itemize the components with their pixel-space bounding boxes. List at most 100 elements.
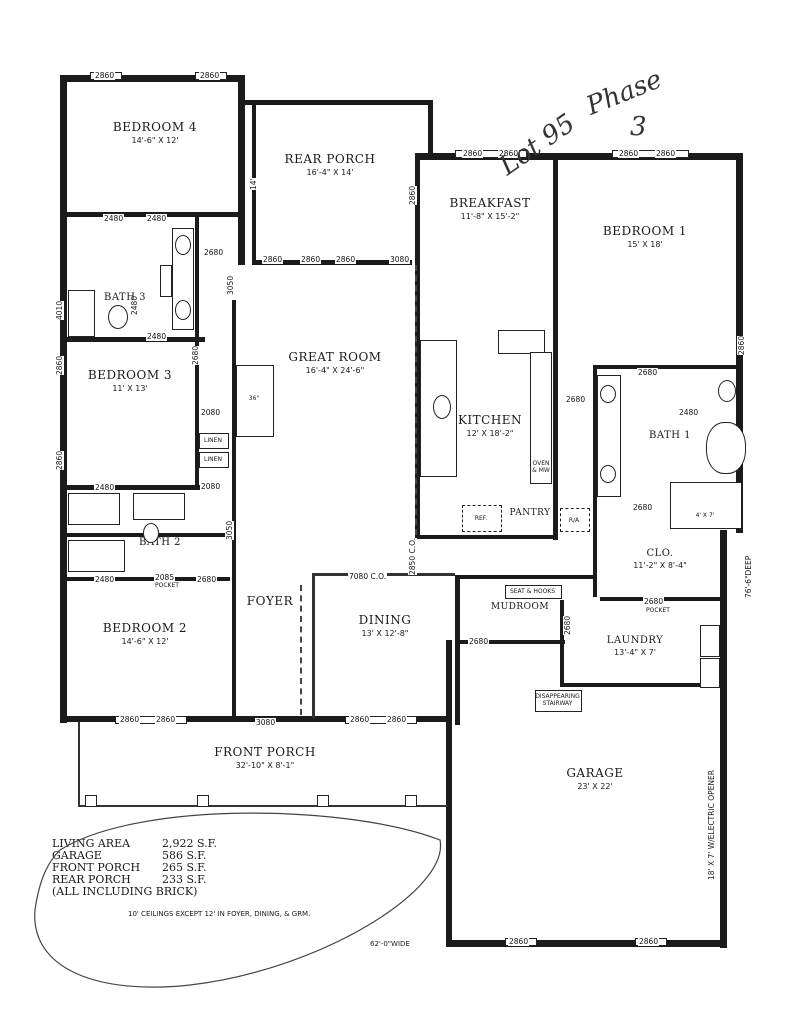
room-name: REAR PORCH	[284, 152, 376, 166]
porch-column	[85, 795, 97, 807]
room-name: CLO.	[646, 548, 674, 559]
stat-value: 265 S.F.	[162, 861, 207, 874]
window-tag: 2860	[119, 715, 141, 724]
linen-closet-hall-b	[199, 452, 229, 468]
wall-porch-left	[78, 722, 80, 807]
window-tag: 2860	[94, 71, 116, 80]
wall-foyer-right	[312, 573, 315, 718]
wall-laundry-bottom	[560, 683, 725, 687]
room-bath2: BATH 2	[130, 537, 190, 548]
wall-mudroom-top	[455, 575, 595, 579]
room-name: FOYER	[246, 594, 294, 608]
bathtub-bath1	[706, 422, 746, 474]
room-name: MUDROOM	[490, 602, 550, 612]
dryer	[700, 658, 720, 688]
window-tag-vertical: 2860	[55, 450, 64, 470]
room-dimensions: 11' X 13'	[112, 384, 148, 393]
room-bedroom2: BEDROOM 2 14'-6" X 12'	[85, 621, 205, 646]
stat-label: FRONT PORCH	[52, 861, 141, 874]
window-dining-bottom	[345, 716, 417, 724]
window-tag: 2680	[196, 575, 218, 584]
porch-column	[317, 795, 329, 807]
window-tag: 2680	[643, 597, 665, 606]
pocket-tag: POCKET	[154, 581, 180, 590]
room-dimensions: 11'-2" X 8'-4"	[633, 561, 687, 570]
room-breakfast: BREAKFAST 11'-8" X 15'-2"	[430, 196, 550, 221]
ref-label: REF.	[474, 515, 488, 522]
room-laundry: LAUNDRY 13'-4" X 7'	[595, 635, 675, 657]
room-dimensions: 15' X 18'	[627, 240, 663, 249]
overall-depth: 76'-6"DEEP	[744, 555, 753, 598]
window-bedroom1-top	[612, 150, 689, 158]
window-tag: 2860	[508, 937, 530, 946]
window-tag: 2860	[335, 255, 357, 264]
window-tag: 2860	[349, 715, 371, 724]
window-tag: 2860	[638, 937, 660, 946]
wall-greatroom-left	[232, 300, 236, 720]
room-dimensions: 14'-6" X 12'	[121, 637, 169, 646]
washer	[700, 625, 720, 657]
seat-hooks-label: SEAT & HOOKS	[509, 588, 556, 595]
window-tag: 2080	[200, 408, 222, 417]
vanity-bath2	[68, 493, 120, 525]
cased-opening-tag: 7080 C.O.	[348, 572, 388, 581]
room-name: GARAGE	[566, 766, 624, 780]
kitchen-island	[498, 330, 545, 354]
room-dining: DINING 13' X 12'-8"	[330, 613, 440, 638]
toilet-bath3	[108, 305, 128, 329]
fireplace	[236, 365, 274, 437]
room-dimensions: 32'-10" X 8'-1"	[235, 761, 295, 770]
window-tag: 2860	[655, 149, 677, 158]
room-name: BEDROOM 2	[102, 621, 188, 635]
window-tag: 2480	[94, 575, 116, 584]
stat-note: (ALL INCLUDING BRICK)	[52, 885, 198, 898]
room-bedroom3: BEDROOM 3 11' X 13'	[80, 368, 180, 393]
linen-label: LINEN	[204, 456, 222, 463]
bathtub-bath3	[68, 290, 95, 337]
overall-width: 62'-0"WIDE	[370, 940, 410, 948]
wall-rear-porch-top	[245, 100, 433, 105]
room-dimensions: 14'-6" X 12'	[131, 136, 179, 145]
window-tag-vertical: 2850 C.O.	[408, 537, 417, 575]
stat-label: GARAGE	[52, 849, 102, 862]
shower-size: 4' X 7'	[695, 512, 715, 519]
window-tag-vertical: 2680	[563, 615, 572, 635]
handwritten-phase: Phase	[582, 64, 667, 122]
room-dimensions: 16'-4" X 14'	[306, 168, 354, 177]
window-tag: 2680	[565, 395, 587, 404]
room-great-room: GREAT ROOM 16'-4" X 24'-6"	[270, 350, 400, 375]
wall-rear-porch-bottom	[252, 260, 412, 265]
return-air-label: R/A	[568, 517, 580, 524]
wall-porch-bottom	[78, 805, 448, 807]
room-closet: CLO. 11'-2" X 8'-4"	[615, 548, 705, 570]
room-bedroom1: BEDROOM 1 15' X 18'	[585, 224, 705, 249]
room-bedroom4: BEDROOM 4 14'-6" X 12'	[95, 120, 215, 145]
stat-value: 2,922 S.F.	[162, 837, 218, 850]
linen-closet-hall-a	[199, 433, 229, 449]
room-dimensions: 13'-4" X 7'	[614, 648, 656, 657]
wall-garage-top	[455, 640, 565, 644]
room-name: BREAKFAST	[449, 196, 531, 210]
room-front-porch: FRONT PORCH 32'-10" X 8'-1"	[200, 745, 330, 770]
room-bath1: BATH 1	[640, 430, 700, 441]
kitchen-counter-right	[530, 352, 552, 484]
room-dimensions: 16'-4" X 24'-6"	[305, 366, 365, 375]
kitchen-sink	[433, 395, 451, 419]
window-tag: 2680	[632, 503, 654, 512]
window-tag: 2680	[203, 248, 225, 257]
linen-label: LINEN	[204, 437, 222, 444]
window-tag: 2680	[637, 368, 659, 377]
garage-door-spec: 18' X 7' W/ELECTRIC OPENER	[707, 770, 716, 880]
wall-garage-left	[446, 640, 452, 946]
sink-bath3-b	[175, 300, 191, 320]
dashed-opening-great-room-kitchen	[415, 265, 417, 535]
wall-right-lower	[720, 530, 727, 948]
room-name: BATH 1	[649, 430, 691, 441]
window-tag: 2480	[146, 214, 168, 223]
shower-bath1	[670, 482, 742, 529]
handwritten-phase-number: 3	[630, 112, 647, 142]
window-tag: 2480	[103, 214, 125, 223]
